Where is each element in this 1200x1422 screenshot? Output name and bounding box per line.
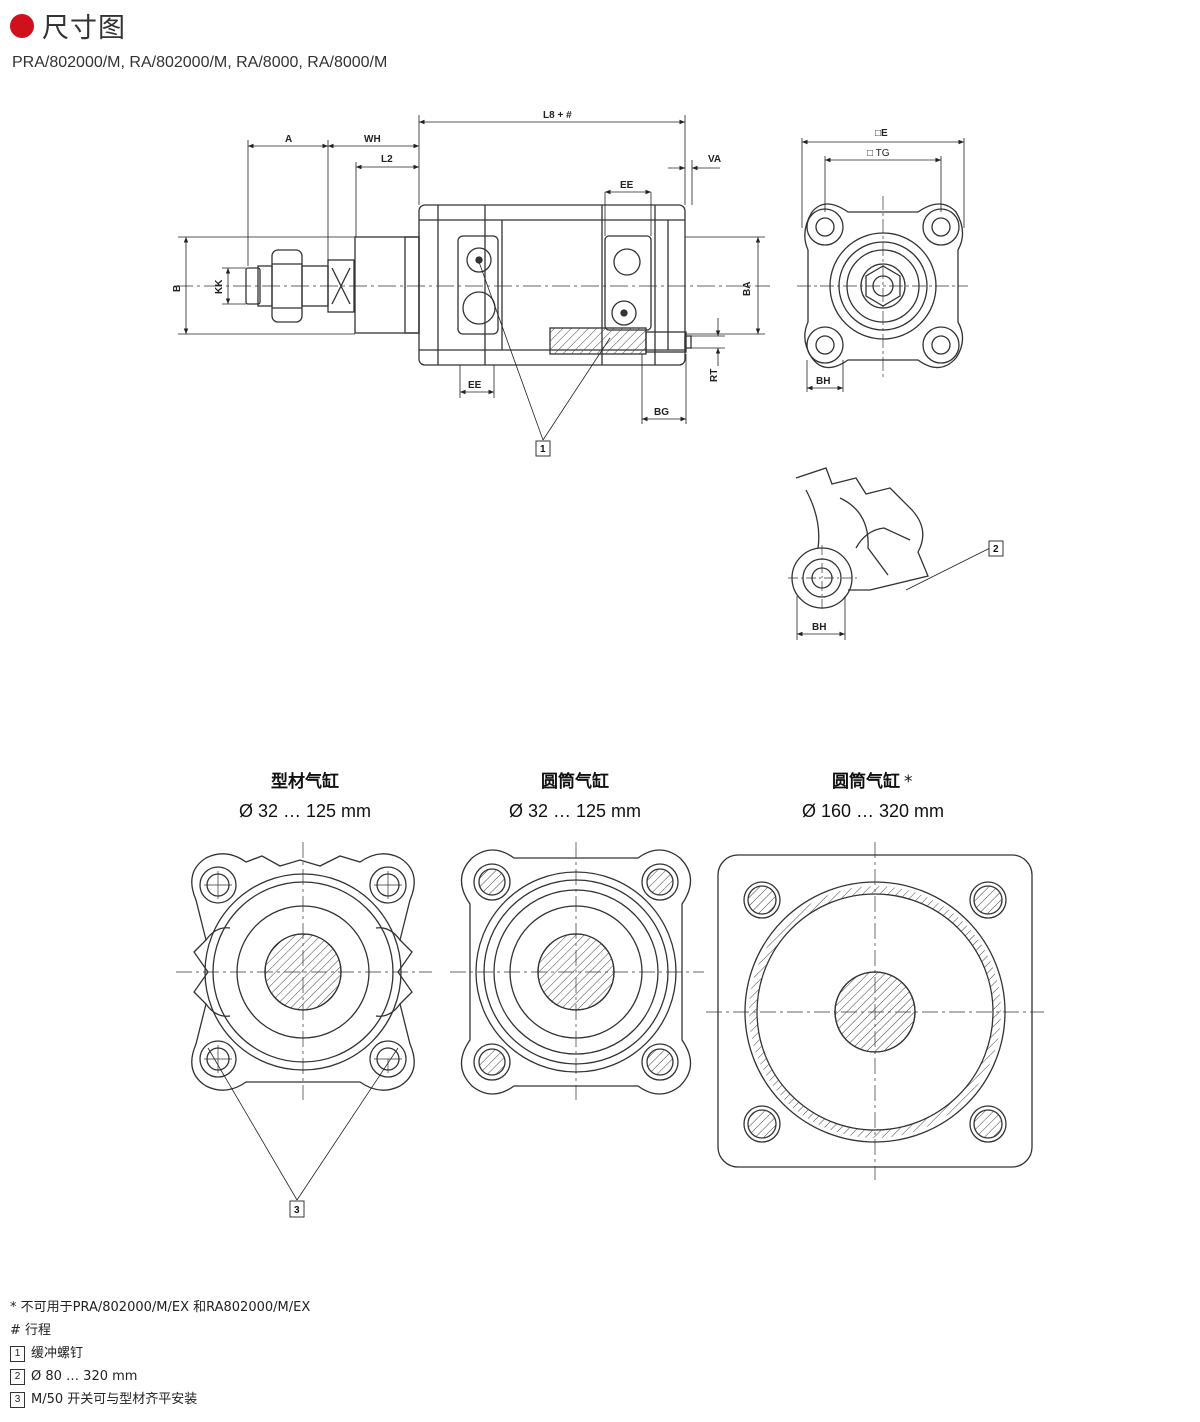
dim-l8-label: L8 + # [543,110,572,121]
callout-1: 1 [540,444,546,455]
dim-wh-label: WH [364,134,381,145]
dim-bh-label: BH [816,376,830,387]
side-view [175,204,770,366]
round-tube-large-view [706,842,1044,1180]
dim-a-label: A [285,134,292,145]
callout-2: 2 [993,544,999,555]
note-3: 3 M/50 开关可与型材齐平安装 [10,1388,310,1411]
end-view [797,196,968,378]
variant-1-range: Ø 32 … 125 mm [239,801,371,821]
note-2: 2 Ø 80 … 320 mm [10,1365,310,1388]
dim-bg-label: BG [654,407,669,418]
variant-3-star: * [904,772,913,792]
note-star: * 不可用于PRA/802000/M/EX 和RA802000/M/EX [10,1300,311,1315]
side-view-dimensions [178,115,765,441]
footnotes: * 不可用于PRA/802000/M/EX 和RA802000/M/EX # 行… [10,1296,310,1411]
dim-ee-bottom-label: EE [468,380,482,391]
dim-tg-label: □ TG [867,148,890,159]
variant-1-title: 型材气缸 [271,771,339,792]
note-3-text: M/50 开关可与型材齐平安装 [31,1392,198,1407]
variant-captions: 型材气缸 Ø 32 … 125 mm 圆筒气缸 Ø 32 … 125 mm 圆筒… [239,771,944,821]
detail-view-dimensions [796,547,991,640]
round-tube-small-view [450,842,704,1100]
dimension-drawing: A WH L2 L8 + # VA EE EE BG B KK BA RT 1 [172,110,1044,1218]
variant-3-title: 圆筒气缸 [832,771,900,792]
model-list: PRA/802000/M, RA/802000/M, RA/8000, RA/8… [12,54,388,71]
side-view-labels: A WH L2 L8 + # VA EE EE BG B KK BA RT 1 [172,110,753,457]
end-view-labels: □E □ TG BH [816,128,890,387]
dim-rt-label: RT [709,369,720,382]
profile-tube-view [176,842,432,1100]
variant-3-range: Ø 160 … 320 mm [802,801,944,821]
note-hash: # 行程 [10,1323,52,1338]
variant-2-title: 圆筒气缸 [541,771,609,792]
end-view-dimensions [801,138,965,392]
red-bullet-icon [10,13,34,38]
dim-ee-top-label: EE [620,180,634,191]
profile-tube-callout [207,1047,399,1201]
dim-b-label: B [172,285,183,292]
dim-va-label: VA [708,154,721,165]
note-2-text: Ø 80 … 320 mm [31,1369,138,1384]
note-1: 1 缓冲螺钉 [10,1342,310,1365]
dim-bh-detail-label: BH [812,622,826,633]
note-1-text: 缓冲螺钉 [31,1346,84,1361]
section-header: 尺寸图 [10,6,126,45]
dim-e-label: □E [875,128,888,139]
dim-ba-label: BA [742,282,753,296]
section-title: 尺寸图 [42,13,126,43]
dim-l2-label: L2 [381,154,393,165]
callout-3: 3 [294,1205,300,1216]
variant-2-range: Ø 32 … 125 mm [509,801,641,821]
detail-view [788,467,929,612]
detail-view-labels: BH 2 [812,540,1004,633]
dim-kk-label: KK [214,279,225,294]
note-1-key: 1 [10,1345,25,1362]
note-2-key: 2 [10,1368,25,1385]
note-3-key: 3 [10,1391,25,1408]
